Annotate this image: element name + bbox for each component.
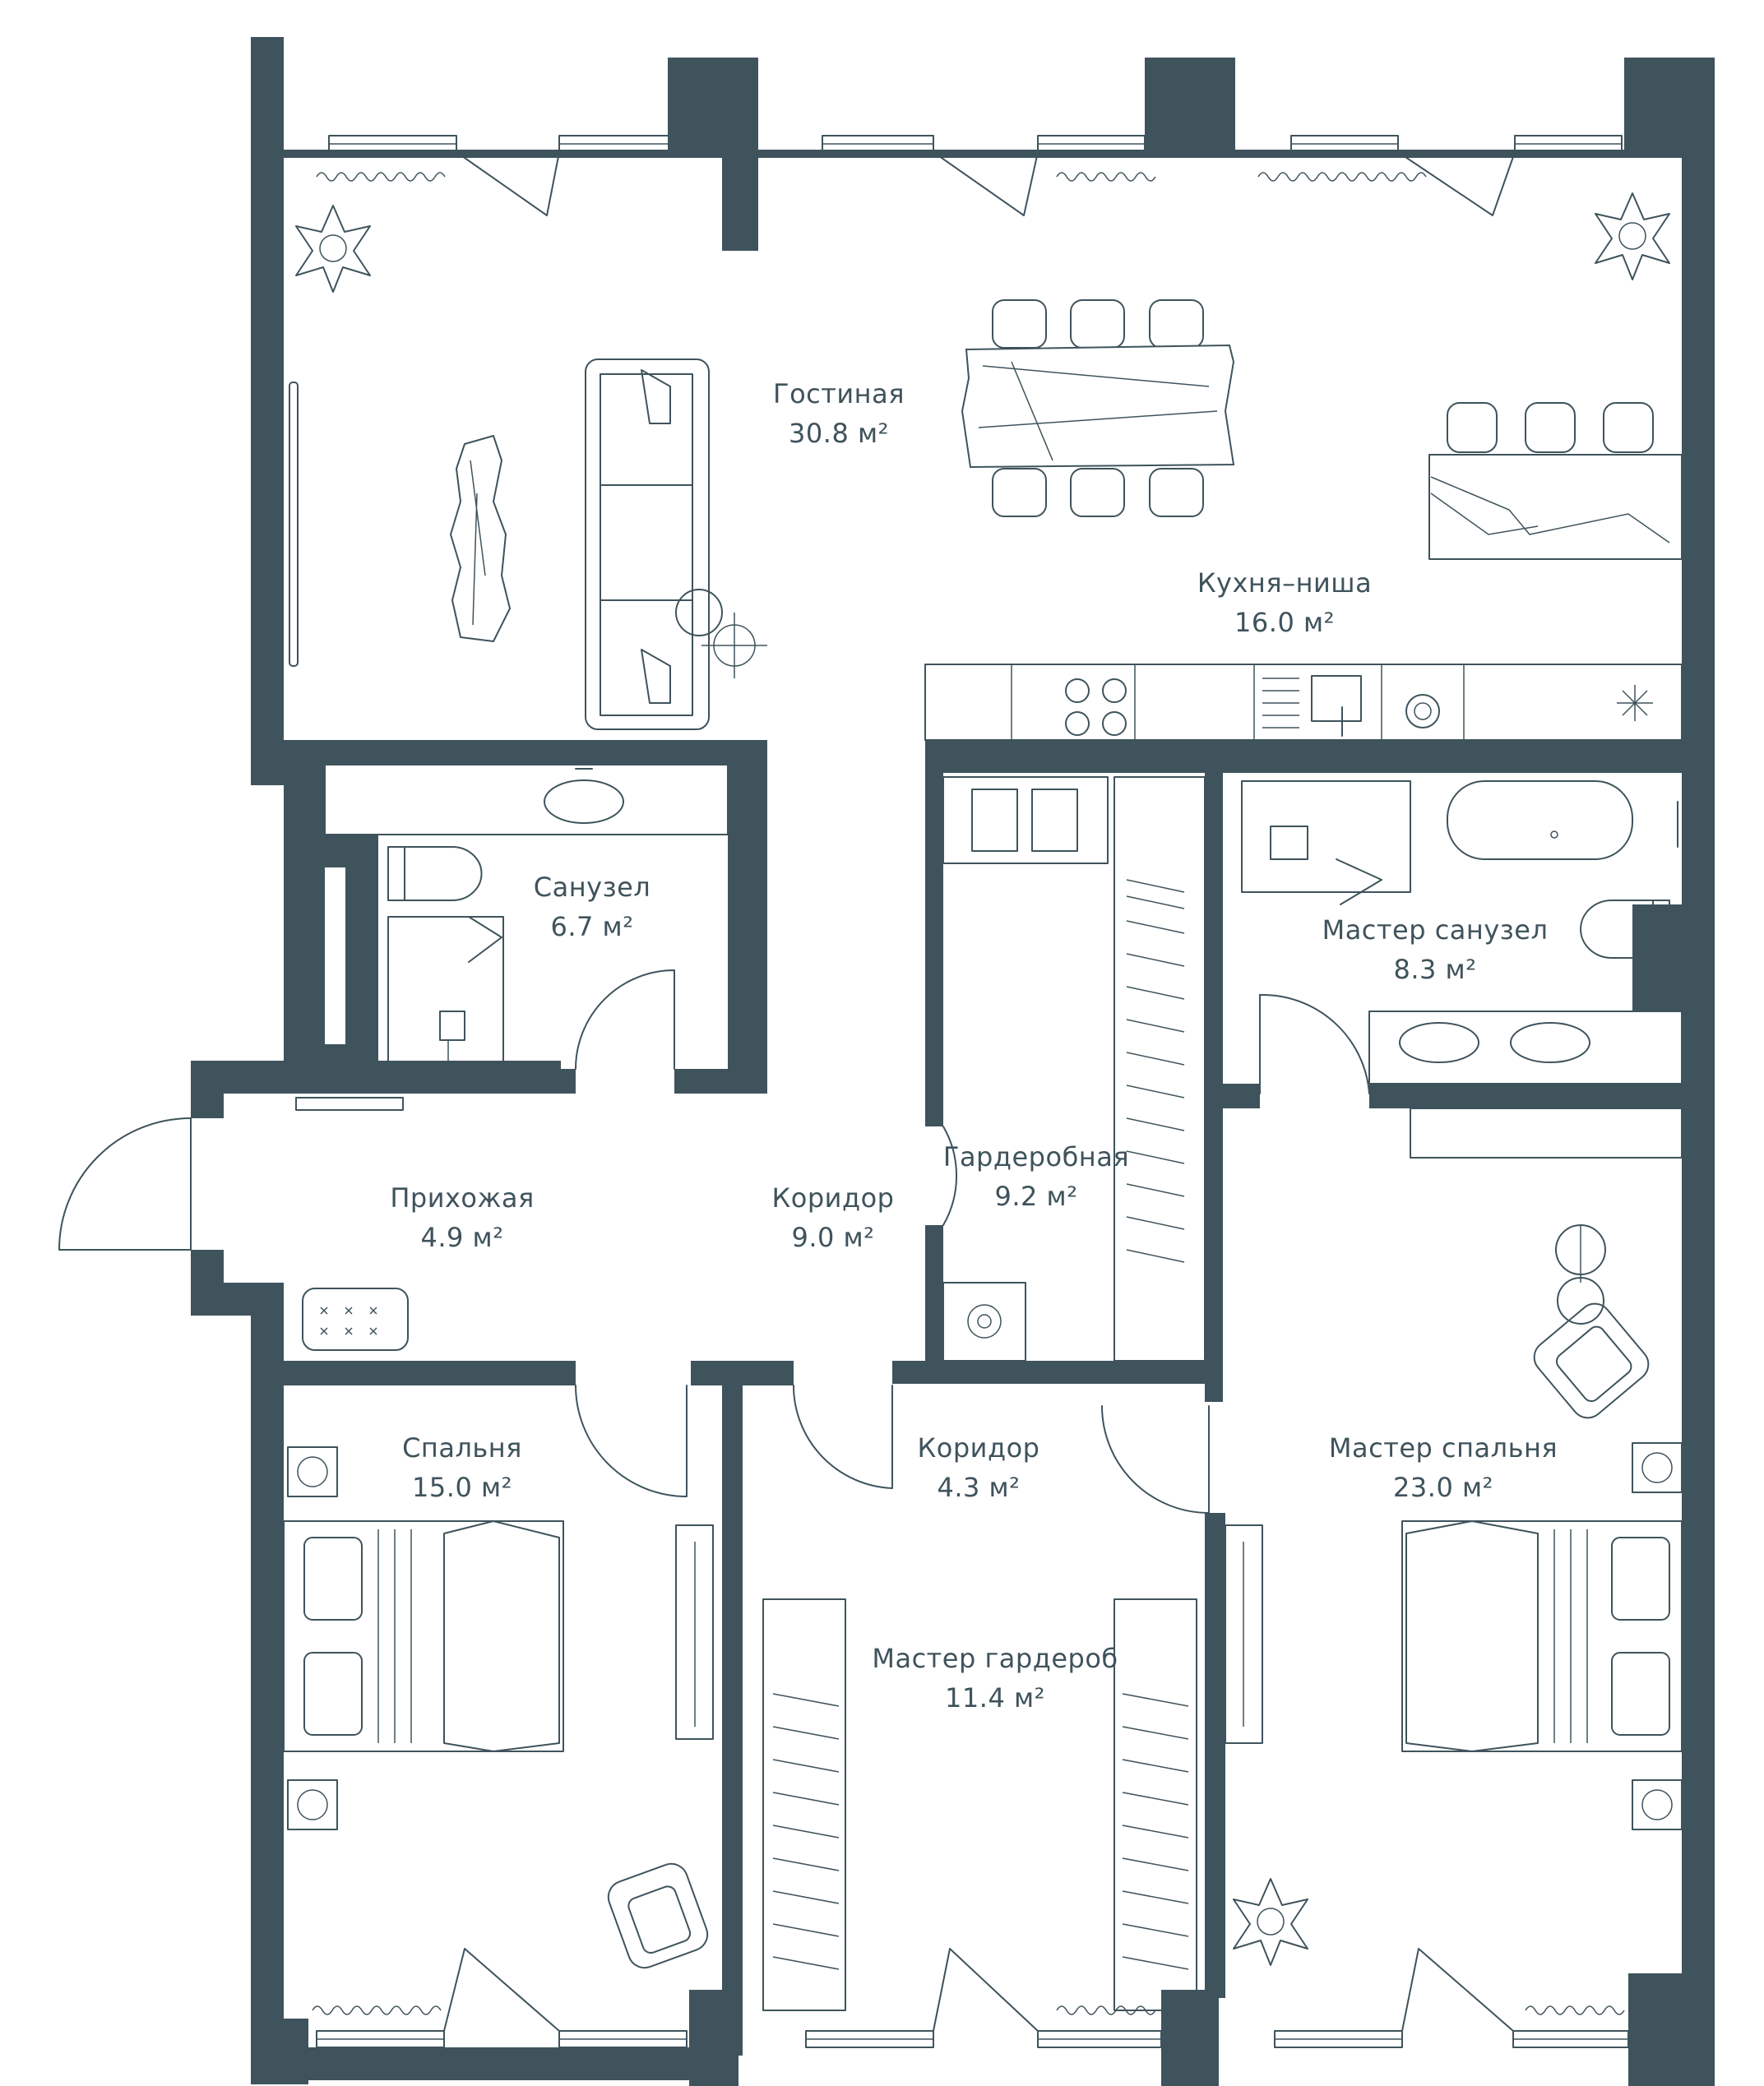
sofa-icon [585, 358, 710, 730]
bed-icon [283, 1520, 564, 1752]
wardrobe-furniture [942, 776, 1206, 1362]
bed-icon [1401, 1520, 1683, 1752]
armchair-icon [607, 1862, 709, 1969]
coffee-table-icon [450, 435, 511, 642]
kitchen-furniture [924, 192, 1683, 741]
windows-bottom [312, 1948, 1629, 2048]
dining-table-icon [961, 299, 1235, 517]
floor-lamp-icon [675, 589, 723, 636]
plant-icon [295, 205, 371, 293]
room-label-master-closet: Мастер гардероб 11.4 м² [872, 1643, 1118, 1714]
sink-icon [544, 779, 624, 824]
armchair-icon [1533, 1302, 1650, 1419]
room-label-wardrobe: Гардеробная 9.2 м² [942, 1141, 1130, 1212]
wardrobe-rail-icon [1126, 879, 1185, 1263]
bathroom-fixtures [295, 764, 729, 1111]
door-mat-icon [302, 1288, 409, 1351]
room-label-living: Гостиная 30.8 м² [773, 378, 905, 449]
room-label-master-bedroom: Мастер спальня 23.0 м² [1328, 1432, 1558, 1503]
toilet-icon [387, 846, 483, 901]
master-bedroom-furniture [1225, 1224, 1683, 1966]
living-furniture [289, 205, 767, 730]
sink-icon [1510, 1022, 1590, 1063]
room-label-corridor-2: Коридор 4.3 м² [917, 1432, 1040, 1503]
master-closet-furniture [762, 1598, 1197, 2011]
hall-furniture [302, 1288, 409, 1351]
dishwasher-icon [1405, 694, 1440, 728]
shower-icon [387, 916, 504, 1070]
room-label-kitchen: Кухня–ниша 16.0 м² [1197, 567, 1373, 638]
room-label-bathroom: Санузел 6.7 м² [533, 872, 651, 942]
windows-top [316, 135, 1623, 216]
toilet-icon [1580, 900, 1670, 959]
stove-icon [1065, 678, 1127, 736]
walls [191, 37, 1715, 2086]
master-bath-fixtures [1241, 780, 1683, 1159]
room-label-master-bath: Мастер санузел 8.3 м² [1322, 914, 1549, 985]
room-label-corridor-1: Коридор 9.0 м² [771, 1182, 895, 1253]
sink-icon [1399, 1022, 1479, 1063]
fridge-icon [1617, 685, 1653, 721]
radiator-icon [295, 1097, 404, 1111]
washing-machine-icon [942, 1282, 1026, 1362]
plant-icon [1595, 192, 1670, 280]
tv-icon [289, 382, 299, 667]
room-label-hall: Прихожая 4.9 м² [390, 1182, 535, 1253]
bathtub-icon [1447, 780, 1678, 860]
bedroom-furniture [283, 1446, 714, 1969]
doors [58, 969, 1370, 1514]
room-label-bedroom: Спальня 15.0 м² [402, 1432, 522, 1503]
sink-icon [1262, 675, 1362, 737]
plant-icon [1233, 1878, 1308, 1966]
wardrobe-rail-icon [772, 1693, 1189, 1970]
